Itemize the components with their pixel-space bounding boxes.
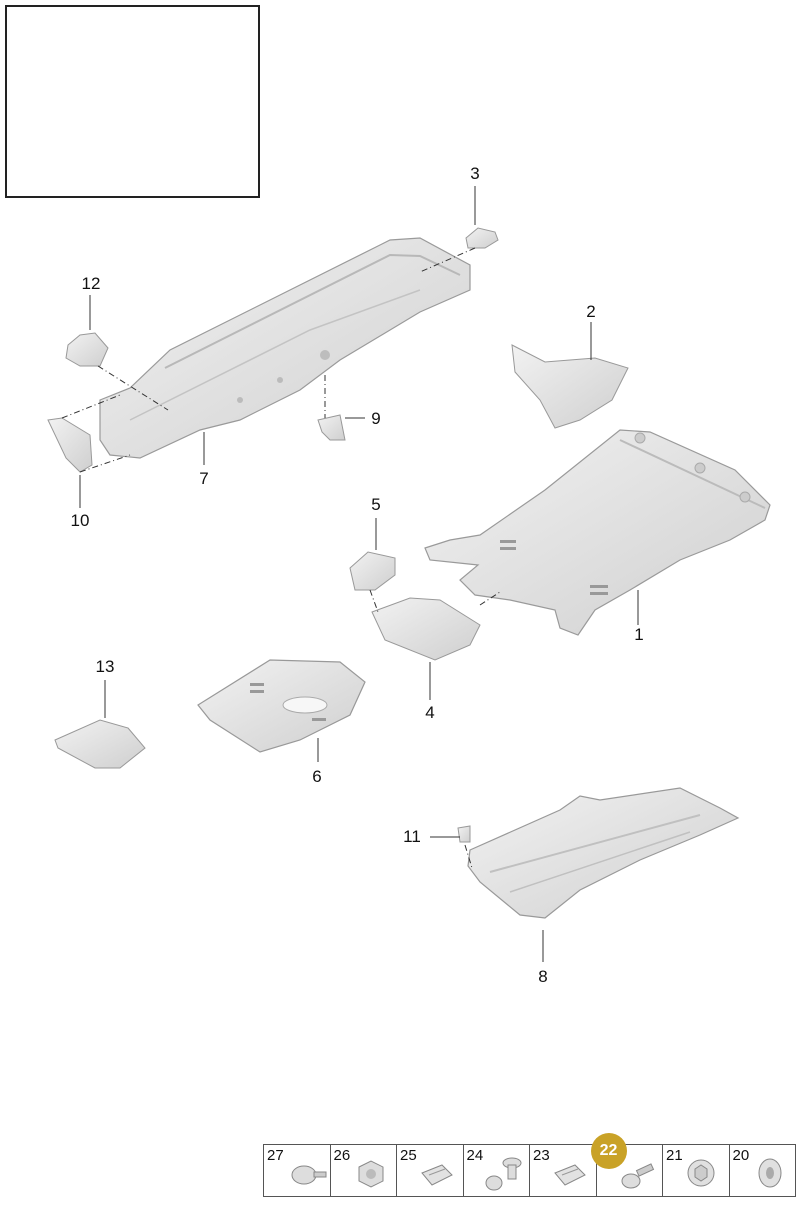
fastener-strip: 27 26 25 24 23 22 <box>263 1133 796 1197</box>
washer-nut-icon <box>687 1159 715 1187</box>
callout-7[interactable]: 7 <box>199 469 209 488</box>
part-8-rear-side-panel <box>467 787 740 919</box>
fastener-cell-25[interactable]: 25 <box>397 1145 464 1196</box>
fastener-label: 20 <box>732 1147 750 1164</box>
callout-8[interactable]: 8 <box>538 967 548 986</box>
part-3-bracket <box>465 227 499 249</box>
fastener-cell-23[interactable]: 23 <box>530 1145 597 1196</box>
fastener-label: 27 <box>267 1147 284 1164</box>
part-2-wheel-arch-liner <box>511 344 629 429</box>
fastener-label: 25 <box>400 1147 417 1164</box>
fastener-cell-21[interactable]: 21 <box>663 1145 730 1196</box>
fastener-label: 26 <box>333 1147 351 1164</box>
leader-lines <box>79 186 639 962</box>
assembly-lines <box>61 247 501 869</box>
part-4-shield <box>371 597 481 661</box>
part-12-cap <box>65 332 109 367</box>
clip-icon <box>421 1164 453 1186</box>
part-13-cover <box>54 719 146 769</box>
part-1-main-underbody-panel <box>424 429 771 636</box>
part-5-bracket <box>349 551 396 591</box>
callout-2[interactable]: 2 <box>586 302 596 321</box>
callout-10[interactable]: 10 <box>70 511 90 530</box>
part-11-clip <box>457 825 471 843</box>
fastener-label: 23 <box>533 1147 550 1164</box>
fastener-label-highlighted: 22 <box>590 1133 627 1169</box>
fastener-cell-20[interactable]: 20 <box>730 1145 796 1196</box>
callout-6[interactable]: 6 <box>312 767 322 786</box>
fastener-cell-27[interactable]: 27 <box>264 1145 331 1196</box>
callout-1[interactable]: 1 <box>634 625 644 644</box>
fastener-cell-22[interactable]: 22 <box>590 1133 663 1196</box>
vehicle-thumbnail-frame <box>5 5 260 198</box>
part-6-engine-shield <box>197 659 366 753</box>
callout-12[interactable]: 12 <box>81 274 101 293</box>
rivet-icon <box>485 1157 521 1191</box>
part-9-bracket <box>317 414 346 441</box>
clip-icon <box>554 1164 586 1186</box>
callout-3[interactable]: 3 <box>470 164 480 183</box>
part-10-end-piece <box>47 417 93 473</box>
callout-11[interactable]: 11 <box>403 827 421 846</box>
nut-icon <box>358 1160 383 1188</box>
fastener-label: 24 <box>466 1147 484 1164</box>
fastener-cell-24[interactable]: 24 <box>464 1145 530 1196</box>
part-7-side-underbody-panel <box>99 237 471 459</box>
callout-13[interactable]: 13 <box>95 657 115 676</box>
washer-icon <box>758 1158 781 1188</box>
callout-4[interactable]: 4 <box>425 703 435 722</box>
screw-icon <box>291 1165 327 1185</box>
callout-5[interactable]: 5 <box>371 495 381 514</box>
fastener-cell-26[interactable]: 26 <box>331 1145 397 1196</box>
fastener-label: 21 <box>666 1147 683 1164</box>
callout-9[interactable]: 9 <box>371 409 381 428</box>
bolt-icon <box>621 1163 654 1189</box>
